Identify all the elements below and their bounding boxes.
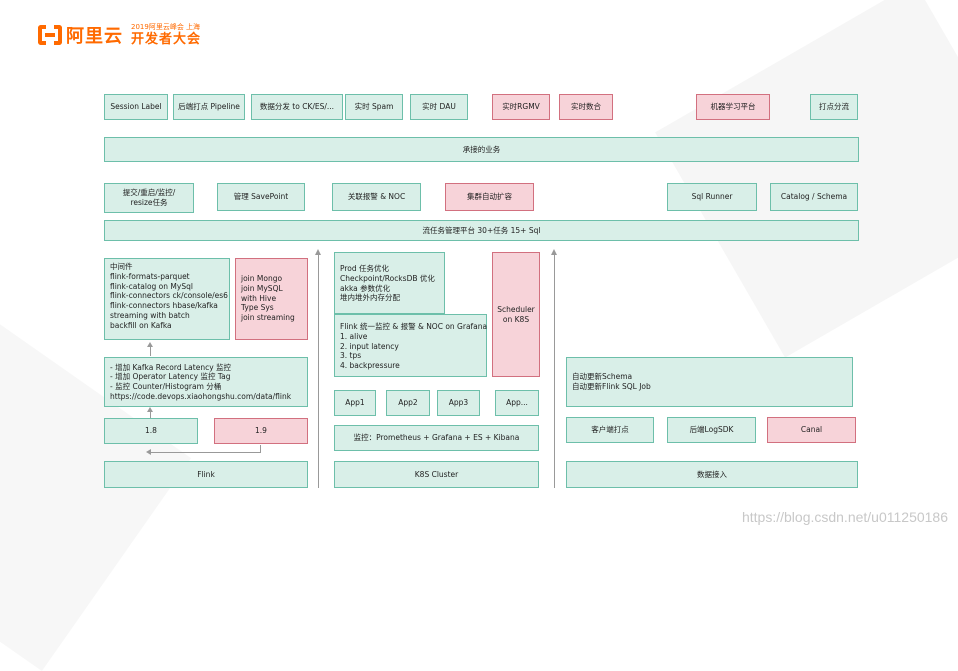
platform-feature-box-highlight: 集群自动扩容 [445, 183, 534, 211]
app-box: App... [495, 390, 539, 416]
app-box: App2 [386, 390, 430, 416]
divider-arrow [318, 254, 319, 488]
app-box: App3 [437, 390, 480, 416]
business-box-highlight: 机器学习平台 [696, 94, 770, 120]
aliyun-logo-icon [38, 25, 62, 45]
scheduler-box: Scheduler on K8S [492, 252, 540, 377]
monitoring-stack-box: 监控：Prometheus + Grafana + ES + Kibana [334, 425, 539, 451]
brand-name: 阿里云 [66, 26, 123, 47]
business-box: 后端打点 Pipeline [173, 94, 245, 120]
brand-logo: 阿里云 2019阿里云峰会 上海 开发者大会 [38, 22, 201, 48]
platform-feature-box: 关联报警 & NOC [332, 183, 421, 211]
business-box-highlight: 实时数合 [559, 94, 613, 120]
data-ingest-box: 数据接入 [566, 461, 858, 488]
prod-optimization-box: Prod 任务优化 Checkpoint/RocksDB 优化 akka 参数优… [334, 252, 445, 314]
divider-arrow [554, 254, 555, 488]
background-shape [655, 0, 958, 358]
arrow-up [150, 410, 151, 418]
flink-box: Flink [104, 461, 308, 488]
business-box: 实时 Spam [345, 94, 403, 120]
latency-monitoring-box: - 增加 Kafka Record Latency 监控 - 增加 Operat… [104, 357, 308, 407]
flink-version-1-9: 1.9 [214, 418, 308, 444]
platform-feature-box: Sql Runner [667, 183, 757, 211]
arrow-head [147, 407, 153, 412]
business-box: 打点分流 [810, 94, 858, 120]
auto-update-box: 自动更新Schema 自动更新Flink SQL Job [566, 357, 853, 407]
business-box: 数据分发 to CK/ES/... [251, 94, 343, 120]
ingest-source-box-highlight: Canal [767, 417, 856, 443]
event-subtitle: 2019阿里云峰会 上海 [131, 23, 201, 31]
business-box: 实时 DAU [410, 94, 468, 120]
arrow-head [146, 449, 151, 455]
platform-feature-box: Catalog / Schema [770, 183, 858, 211]
app-box: App1 [334, 390, 376, 416]
flink-version-1-8: 1.8 [104, 418, 198, 444]
ingest-source-box: 客户端打点 [566, 417, 654, 443]
connector-line [150, 452, 260, 453]
ingest-source-box: 后端LogSDK [667, 417, 756, 443]
arrow-up [150, 345, 151, 356]
arrow-head [551, 249, 557, 255]
join-features-box: join Mongo join MySQL with Hive Type Sys… [235, 258, 308, 340]
arrow-head [147, 342, 153, 347]
business-bar: 承接的业务 [104, 137, 859, 162]
connector-line [260, 445, 261, 453]
platform-bar: 流任务管理平台 30+任务 15+ Sql [104, 220, 859, 241]
platform-feature-box: 管理 SavePoint [217, 183, 305, 211]
event-title: 开发者大会 [131, 32, 202, 47]
business-box-highlight: 实时RGMV [492, 94, 550, 120]
unified-monitoring-box: Flink 统一监控 & 报警 & NOC on Grafana 1. aliv… [334, 314, 487, 377]
middleware-box: 中间件 flink-formats-parquet flink-catalog … [104, 258, 230, 340]
arrow-head [315, 249, 321, 255]
k8s-cluster-box: K8S Cluster [334, 461, 539, 488]
platform-feature-box: 提交/重启/监控/ resize任务 [104, 183, 194, 213]
watermark-text: https://blog.csdn.net/u011250186 [741, 509, 948, 525]
business-box: Session Label [104, 94, 168, 120]
